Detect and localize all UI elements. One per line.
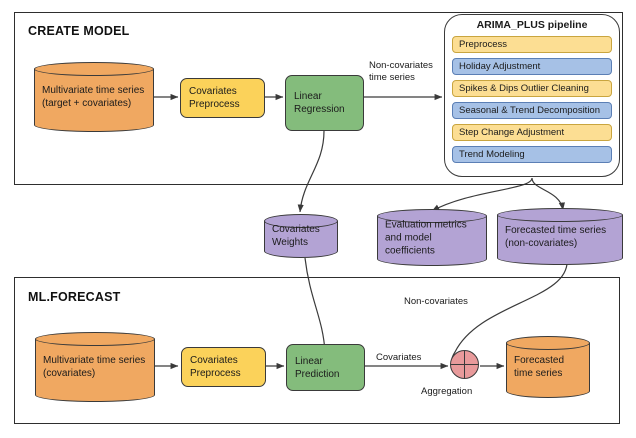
create-model-covariates-preprocess-label: Covariates Preprocess <box>189 86 240 110</box>
create-model-linear-regression-box[interactable]: Linear Regression <box>285 75 364 131</box>
covariates-weights-cylinder: Covariates Weights <box>264 214 338 258</box>
ml-forecast-linear-prediction-box[interactable]: Linear Prediction <box>286 344 365 391</box>
cylinder-body <box>506 343 590 391</box>
pipeline-step-step-change-adjustment[interactable]: Step Change Adjustment <box>452 124 612 141</box>
forecasted-non-covariates-label: Forecasted time series (non-covariates) <box>505 224 607 249</box>
ml-forecast-output-cylinder: Forecasted time series <box>506 336 590 398</box>
pipeline-step-spikes-dips-outlier-cleaning[interactable]: Spikes & Dips Outlier Cleaning <box>452 80 612 97</box>
arrow-weights-to-linear-prediction <box>304 257 328 353</box>
cylinder-top <box>506 336 590 350</box>
create-model-section <box>14 12 623 185</box>
pipeline-step-label: Spikes & Dips Outlier Cleaning <box>459 83 589 94</box>
arrow-regression-to-covariates-weights <box>297 130 325 213</box>
cylinder-body <box>35 339 155 395</box>
covariates-weights-label: Covariates Weights <box>272 224 320 248</box>
edge-label-non-covariates: Non-covariates <box>404 296 468 307</box>
ml-forecast-input-cylinder: Multivariate time series (covariates) <box>35 332 155 402</box>
ml-forecast-section <box>14 277 620 424</box>
pipeline-step-label: Holiday Adjustment <box>459 61 541 72</box>
pipeline-step-seasonal-trend-decomposition[interactable]: Seasonal & Trend Decomposition <box>452 102 612 119</box>
cylinder-body <box>34 69 154 125</box>
ml-forecast-linear-prediction-label: Linear Prediction <box>295 355 340 380</box>
arrow-pipeline-to-evaluation-metrics <box>431 177 533 212</box>
edge-label-non-covariates-time-series: Non-covariates time series <box>369 60 433 83</box>
pipeline-step-holiday-adjustment[interactable]: Holiday Adjustment <box>452 58 612 75</box>
create-model-input-cylinder: Multivariate time series (target + covar… <box>34 62 154 132</box>
create-model-covariates-preprocess-box[interactable]: Covariates Preprocess <box>180 78 265 118</box>
cylinder-top <box>497 208 623 222</box>
pipeline-step-label: Trend Modeling <box>459 149 525 160</box>
evaluation-metrics-label: Evaluation metrics and model coefficient… <box>385 219 467 256</box>
cylinder-top <box>34 62 154 76</box>
pipeline-step-label: Step Change Adjustment <box>459 127 565 138</box>
evaluation-metrics-cylinder: Evaluation metrics and model coefficient… <box>377 209 487 266</box>
arrow-pipeline-to-forecasted-noncov <box>531 177 565 211</box>
ml-forecast-covariates-preprocess-box[interactable]: Covariates Preprocess <box>181 347 266 387</box>
cylinder-body <box>377 216 487 259</box>
ml-forecast-input-label: Multivariate time series (covariates) <box>43 355 146 379</box>
ml-forecast-covariates-preprocess-label: Covariates Preprocess <box>190 355 241 379</box>
aggregation-cross-horizontal <box>451 363 478 366</box>
cylinder-top <box>35 332 155 346</box>
create-model-linear-regression-label: Linear Regression <box>294 91 345 115</box>
arima-plus-pipeline-title: ARIMA_PLUS pipeline <box>476 19 588 31</box>
ml-forecast-title: ML.FORECAST <box>28 290 121 304</box>
aggregation-label: Aggregation <box>421 386 473 397</box>
ml-forecast-output-label: Forecasted time series <box>514 355 565 379</box>
edge-label-covariates: Covariates <box>376 352 422 363</box>
aggregation-node[interactable] <box>450 350 479 379</box>
cylinder-body <box>497 215 623 258</box>
create-model-title: CREATE MODEL <box>28 24 130 38</box>
pipeline-step-trend-modeling[interactable]: Trend Modeling <box>452 146 612 163</box>
create-model-input-label: Multivariate time series (target + covar… <box>42 85 145 109</box>
pipeline-step-preprocess[interactable]: Preprocess <box>452 36 612 53</box>
cylinder-top <box>264 214 338 228</box>
pipeline-step-label: Preprocess <box>459 39 508 50</box>
pipeline-step-label: Seasonal & Trend Decomposition <box>459 105 600 116</box>
forecasted-non-covariates-cylinder: Forecasted time series (non-covariates) <box>497 208 623 265</box>
